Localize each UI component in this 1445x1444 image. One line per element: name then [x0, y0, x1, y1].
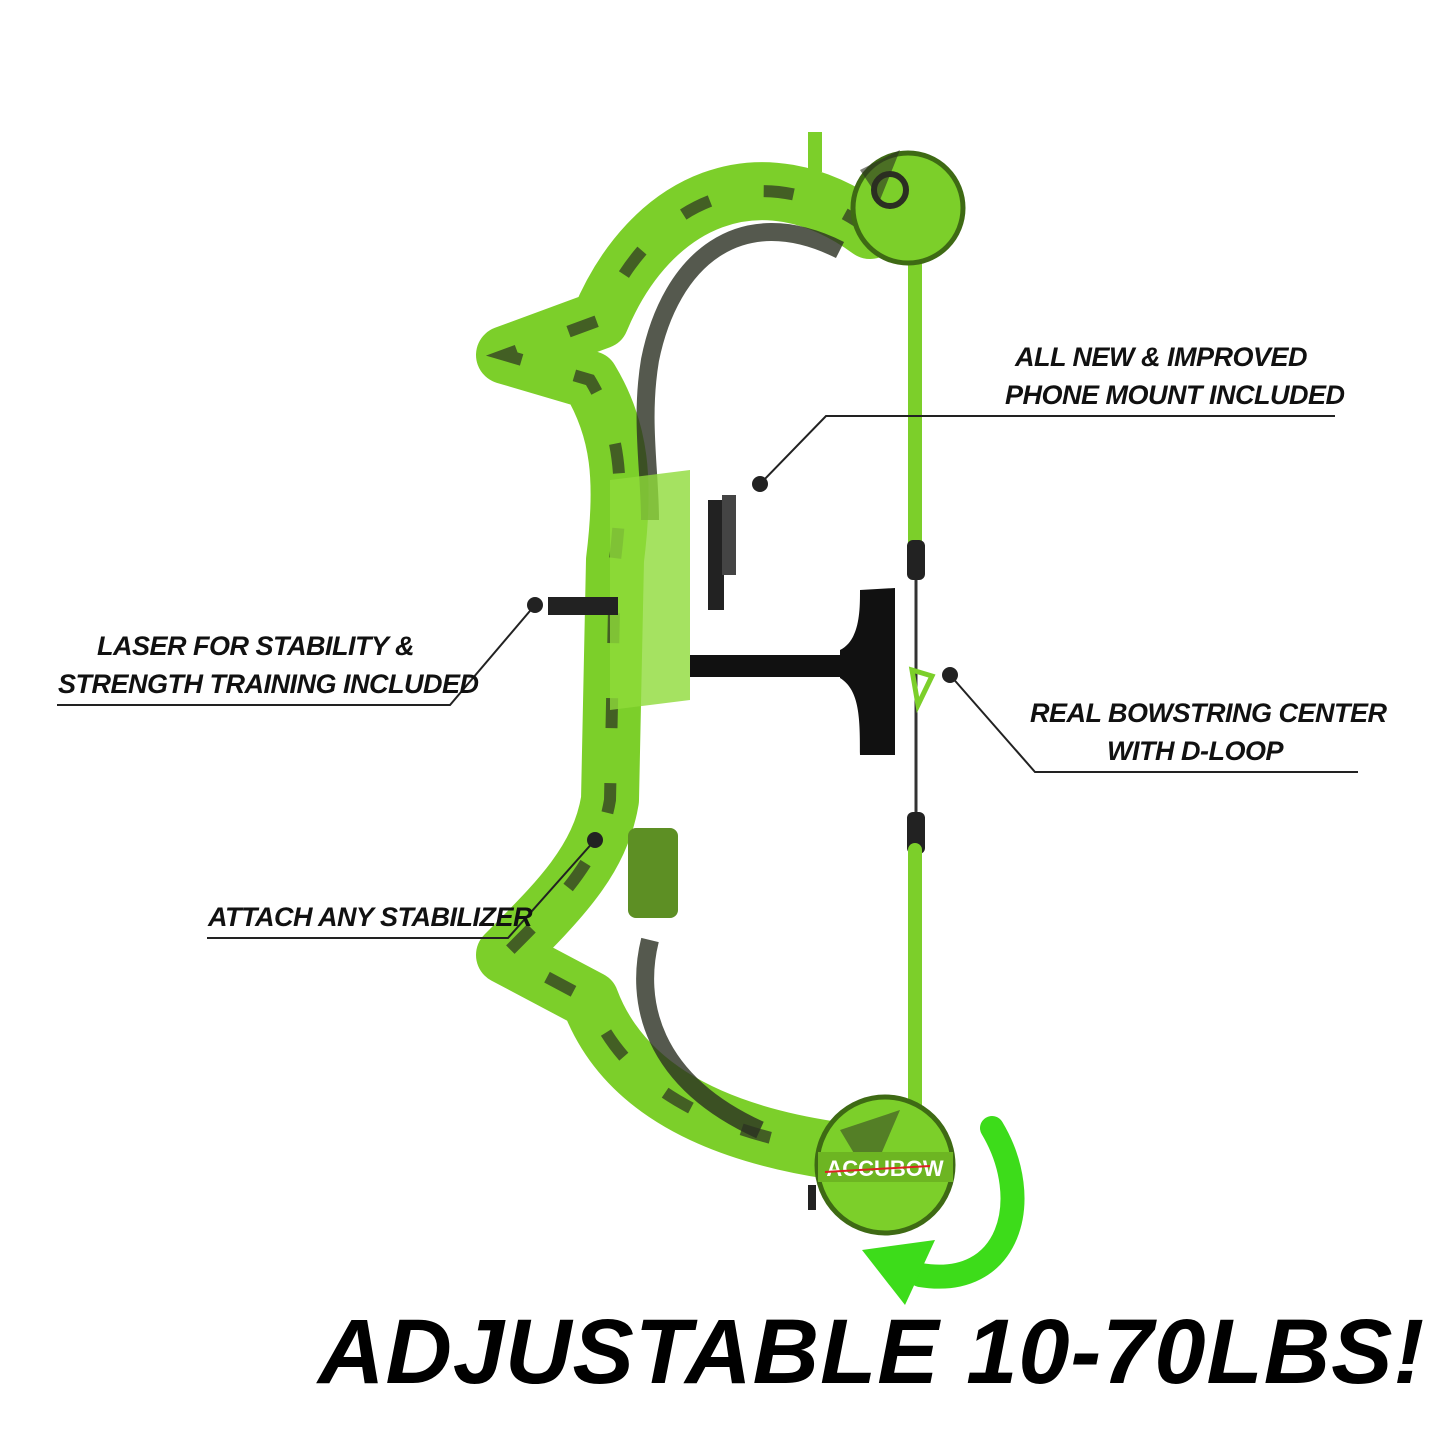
callout-text: REAL BOWSTRING CENTER: [1030, 698, 1387, 728]
callout-lines: [57, 415, 1358, 939]
d-loop: [908, 666, 936, 714]
bowstring: [907, 223, 936, 1117]
callout-text: PHONE MOUNT INCLUDED: [1005, 380, 1345, 410]
callout-phone-mount: ALL NEW & IMPROVED PHONE MOUNT INCLUDED: [1005, 338, 1345, 414]
stabilizer-mount: [628, 828, 678, 918]
callout-text: WITH D-LOOP: [1107, 736, 1283, 766]
callout-stabilizer: ATTACH ANY STABILIZER: [208, 898, 532, 936]
bottom-cam: ACCUBOW: [808, 1094, 956, 1236]
laser: [548, 597, 618, 615]
callout-laser: LASER FOR STABILITY & STRENGTH TRAINING …: [58, 627, 479, 703]
callout-dots: [527, 476, 958, 848]
callout-text: ATTACH ANY STABILIZER: [208, 902, 532, 932]
callout-text: STRENGTH TRAINING INCLUDED: [58, 669, 479, 699]
bow-riser: [476, 162, 899, 1179]
callout-bowstring: REAL BOWSTRING CENTER WITH D-LOOP: [1030, 694, 1387, 770]
phone-mount: [690, 495, 895, 755]
headline: ADJUSTABLE 10-70LBS!: [318, 1301, 1426, 1403]
adjust-arrow-icon: [862, 1116, 1025, 1305]
top-cam: [808, 132, 966, 266]
callout-text: ALL NEW & IMPROVED: [1014, 342, 1308, 372]
callout-text: LASER FOR STABILITY &: [96, 631, 415, 661]
